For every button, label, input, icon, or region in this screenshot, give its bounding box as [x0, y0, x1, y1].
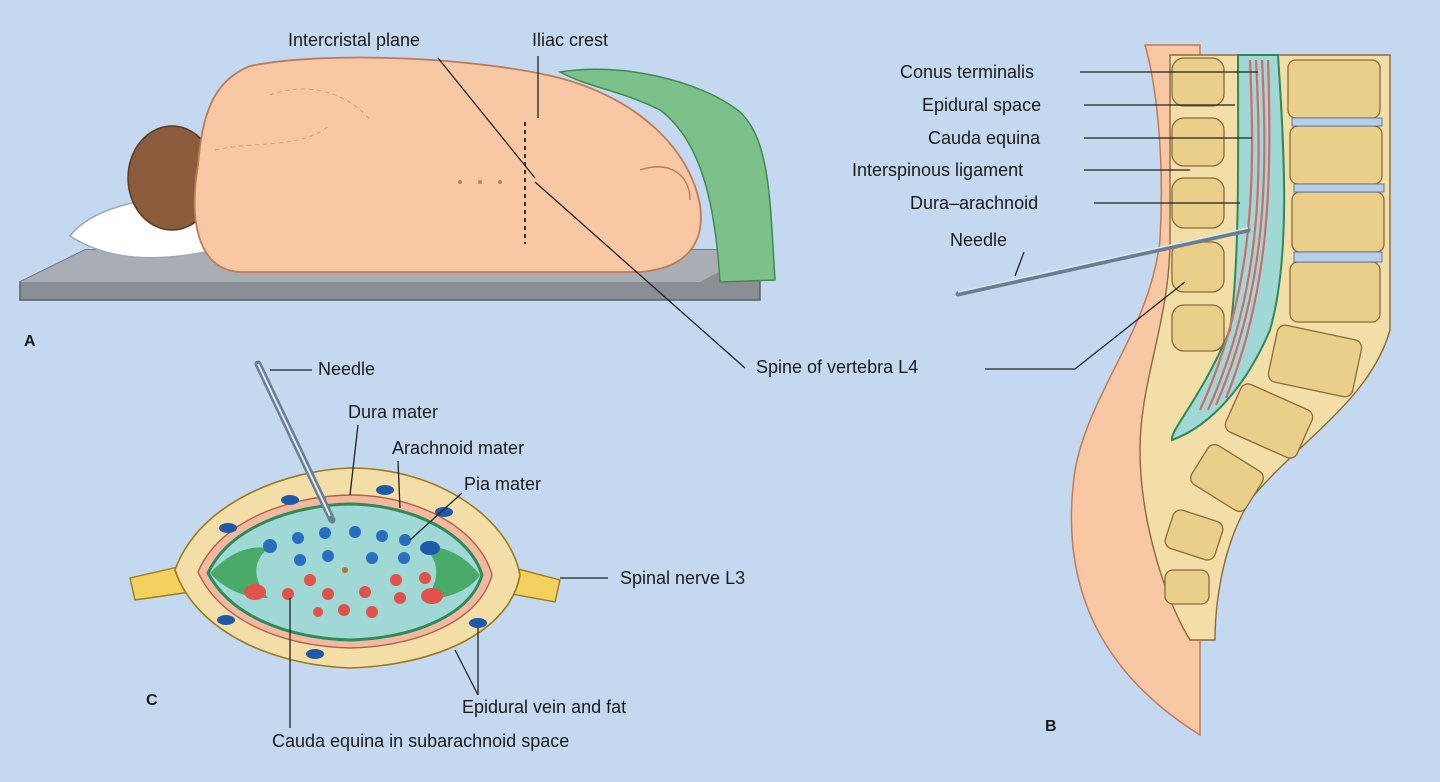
spinous-processes — [1171, 57, 1225, 352]
label-spine-l4: Spine of vertebra L4 — [756, 357, 918, 377]
drape — [557, 68, 776, 283]
label-dura-arachnoid: Dura–arachnoid — [910, 193, 1038, 213]
label-intercristal-plane: Intercristal plane — [288, 30, 420, 50]
panel-b-letter: B — [1045, 718, 1057, 735]
label-cauda-equina-b: Cauda equina — [928, 128, 1041, 148]
leader-spine-l4-b — [985, 281, 1186, 370]
panel-a: Intercristal plane Iliac crest Spine of … — [19, 30, 918, 377]
spinous-dots — [458, 180, 502, 184]
arachnoid-wedge-right — [425, 547, 480, 600]
label-iliac-crest: Iliac crest — [532, 30, 608, 50]
label-epidural-space: Epidural space — [922, 95, 1041, 115]
needle-b-highlight — [957, 227, 1249, 293]
leader-epidural-fat — [454, 649, 479, 696]
needle-b — [955, 227, 1251, 297]
scapula-contour — [269, 88, 371, 121]
cauda-equina-roots — [244, 526, 443, 618]
label-needle-c: Needle — [318, 359, 375, 379]
label-epidural-vein-fat: Epidural vein and fat — [462, 697, 626, 717]
panel-b: Conus terminalis Epidural space Cauda eq… — [852, 44, 1391, 737]
patient-back — [193, 56, 702, 273]
label-cauda-equina-subarachnoid: Cauda equina in subarachnoid space — [272, 731, 569, 751]
shoulder-contour — [214, 124, 331, 151]
hip-contour — [639, 166, 691, 201]
label-interspinous-ligament: Interspinous ligament — [852, 160, 1023, 180]
leader-arachnoid — [397, 460, 401, 509]
intervertebral-discs — [1291, 117, 1385, 263]
epidural-veins — [217, 485, 487, 659]
label-spinal-nerve-l3: Spinal nerve L3 — [620, 568, 745, 588]
panel-a-letter: A — [24, 333, 36, 350]
needle-c-highlight — [257, 363, 331, 517]
vertebral-bodies — [1164, 59, 1385, 605]
label-conus-terminalis: Conus terminalis — [900, 62, 1034, 82]
leader-dura-mater — [349, 424, 359, 496]
panel-c-letter: C — [146, 692, 158, 709]
leader-intercristal — [437, 57, 536, 179]
label-arachnoid-mater: Arachnoid mater — [392, 438, 524, 458]
cauda-equina-strands — [1198, 59, 1271, 411]
leader-needle-b — [1014, 251, 1025, 277]
label-dura-mater: Dura mater — [348, 402, 438, 422]
leader-spine-l4 — [534, 181, 746, 369]
label-needle-b: Needle — [950, 230, 1007, 250]
leader-pia-mater — [409, 492, 463, 541]
panel-c: Needle Dura mater Arachnoid mater Pia ma… — [129, 359, 745, 751]
label-pia-mater: Pia mater — [464, 474, 541, 494]
